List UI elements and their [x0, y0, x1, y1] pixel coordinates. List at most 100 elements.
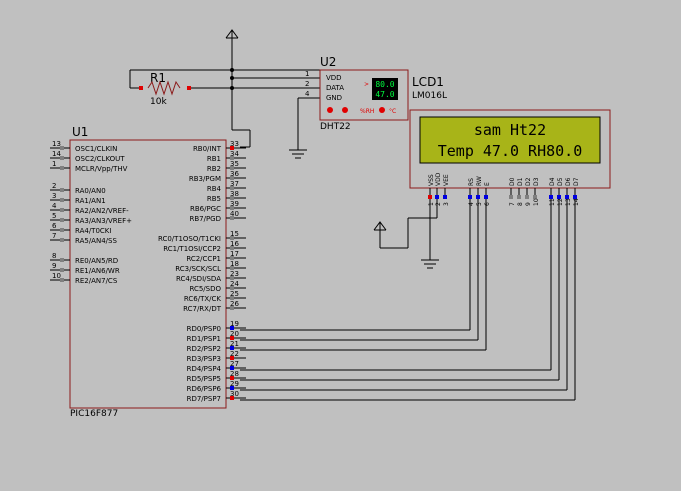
- u1-left-pin-marker[interactable]: [60, 156, 64, 160]
- u1-right-pin-name: RC3/SCK/SCL: [175, 265, 221, 273]
- u1-left-pin-marker[interactable]: [60, 218, 64, 222]
- u1-right-pin-marker[interactable]: [230, 296, 234, 300]
- u1-left-pin-num: 3: [52, 192, 56, 200]
- u2-part: DHT22: [320, 122, 351, 132]
- lcd-pin-marker[interactable]: [443, 195, 447, 199]
- u2-button-1[interactable]: [327, 107, 333, 113]
- u1-right-pin-marker[interactable]: [230, 366, 234, 370]
- lcd-pin-name: RW: [476, 176, 483, 186]
- u1-left-pin-marker[interactable]: [60, 146, 64, 150]
- u1-right-pin-marker[interactable]: [230, 266, 234, 270]
- u2-pinnum-1: 1: [305, 70, 309, 78]
- u1-right-pin-marker[interactable]: [230, 206, 234, 210]
- u1-left-pin-marker[interactable]: [60, 268, 64, 272]
- lcd-screen: [419, 116, 601, 164]
- lcd-module[interactable]: LCD1 LM016L sam Ht22 Temp 47.0 RH80.0 VS…: [409, 75, 611, 206]
- u1-right-pin-num: 28: [230, 370, 239, 378]
- u1-right-pin-marker[interactable]: [230, 326, 234, 330]
- lcd-pin-num: 2: [435, 202, 442, 206]
- u1-right-pin-marker[interactable]: [230, 176, 234, 180]
- u2-display-rh: 80.0: [375, 80, 394, 89]
- u1-right-pin-name: RD2/PSP2: [187, 345, 221, 353]
- u1-right-pin-marker[interactable]: [230, 246, 234, 250]
- u1-right-pin-name: RB5: [207, 195, 221, 203]
- u1-left-pin-marker[interactable]: [60, 208, 64, 212]
- u1-left-pin-marker[interactable]: [60, 166, 64, 170]
- lcd-pin-marker[interactable]: [525, 195, 529, 199]
- u1-right-pin-marker[interactable]: [230, 156, 234, 160]
- lcd-pin-marker[interactable]: [573, 195, 577, 199]
- u2-pin-data: DATA: [326, 84, 344, 92]
- u1-right-pin-num: 38: [230, 190, 239, 198]
- u1-right-pin-num: 35: [230, 160, 239, 168]
- u2-button-3[interactable]: [379, 107, 385, 113]
- u1-left-pin-marker[interactable]: [60, 258, 64, 262]
- u1-right-pin-marker[interactable]: [230, 346, 234, 350]
- lcd-pin-marker[interactable]: [549, 195, 553, 199]
- pic-microcontroller[interactable]: U1 PIC16F877 13OSC1/CLKIN14OSC2/CLKOUT1M…: [50, 125, 246, 419]
- u1-right-pin-marker[interactable]: [230, 236, 234, 240]
- u1-right-pin-marker[interactable]: [230, 166, 234, 170]
- u1-left-pin-num: 4: [52, 202, 57, 210]
- u1-right-pin-marker[interactable]: [230, 396, 234, 400]
- lcd-pin-num: 13: [565, 198, 572, 206]
- u1-right-pin-name: RC0/T1OSO/T1CKI: [158, 235, 221, 243]
- u1-right-pin-marker[interactable]: [230, 186, 234, 190]
- lcd-pin-marker[interactable]: [468, 195, 472, 199]
- u1-right-pin-marker[interactable]: [230, 276, 234, 280]
- u1-left-pin-num: 9: [52, 262, 56, 270]
- lcd-pin-num: 4: [468, 202, 475, 206]
- u1-right-pin-name: RD7/PSP7: [187, 395, 221, 403]
- u1-left-pin-marker[interactable]: [60, 188, 64, 192]
- lcd-pin-name: D7: [573, 177, 580, 186]
- u1-right-pin-name: RB7/PGD: [189, 215, 221, 223]
- u1-left-pin-marker[interactable]: [60, 278, 64, 282]
- lcd-pin-marker[interactable]: [565, 195, 569, 199]
- lcd-pin-marker[interactable]: [517, 195, 521, 199]
- dht22-sensor[interactable]: U2 VDD DATA GND 1 2 4 80.0 47.0 > %RH °C…: [305, 55, 409, 132]
- u2-rh-label: %RH: [360, 108, 374, 115]
- u1-right-pin-marker[interactable]: [230, 356, 234, 360]
- u1-right-pin-marker[interactable]: [230, 196, 234, 200]
- u1-right-pin-name: RC6/TX/CK: [184, 295, 222, 303]
- u2-button-2[interactable]: [342, 107, 348, 113]
- lcd-pin-marker[interactable]: [476, 195, 480, 199]
- u1-left-pin-marker[interactable]: [60, 238, 64, 242]
- u1-right-pin-num: 23: [230, 270, 239, 278]
- u1-right-pin-name: RC2/CCP1: [186, 255, 221, 263]
- lcd-pin-marker[interactable]: [557, 195, 561, 199]
- u1-right-pin-marker[interactable]: [230, 256, 234, 260]
- lcd-pin-marker[interactable]: [428, 195, 432, 199]
- u1-right-pin-num: 22: [230, 350, 239, 358]
- lcd-pin-marker[interactable]: [509, 195, 513, 199]
- u1-right-pin-marker[interactable]: [230, 306, 234, 310]
- u1-right-pin-marker[interactable]: [230, 146, 234, 150]
- u1-left-pin-name: RA3/AN3/VREF+: [75, 217, 132, 225]
- u1-right-pin-marker[interactable]: [230, 286, 234, 290]
- u1-right-pin-name: RC5/SDO: [189, 285, 221, 293]
- u2-display-temp: 47.0: [375, 90, 394, 99]
- u1-right-pin-name: RC1/T1OSI/CCP2: [163, 245, 221, 253]
- u1-right-pin-name: RD1/PSP1: [187, 335, 221, 343]
- u2-pin-gnd: GND: [326, 94, 342, 102]
- u1-right-pin-num: 37: [230, 180, 239, 188]
- u1-right-pin-marker[interactable]: [230, 376, 234, 380]
- lcd-pin-name: E: [484, 182, 491, 186]
- u1-left-pin-name: RA5/AN4/SS: [75, 237, 117, 245]
- lcd-pin-name: VEE: [443, 174, 450, 186]
- lcd-pin-marker[interactable]: [533, 195, 537, 199]
- lcd-pins: VSS1VDD2VEE3RS4RW5E6D07D18D29D310D411D51…: [428, 172, 580, 206]
- u1-right-pin-num: 40: [230, 210, 239, 218]
- u1-left-pin-name: RA2/AN2/VREF-: [75, 207, 129, 215]
- u1-right-pin-num: 15: [230, 230, 239, 238]
- lcd-pin-marker[interactable]: [484, 195, 488, 199]
- u1-left-pin-marker[interactable]: [60, 228, 64, 232]
- u1-right-pin-marker[interactable]: [230, 336, 234, 340]
- u1-right-pin-marker[interactable]: [230, 386, 234, 390]
- u1-right-pin-marker[interactable]: [230, 216, 234, 220]
- u2-deg-label: °C: [389, 108, 396, 115]
- u1-left-pin-marker[interactable]: [60, 198, 64, 202]
- resistor-r1[interactable]: R1 10k: [139, 71, 191, 107]
- u1-ref: U1: [72, 125, 88, 139]
- lcd-pin-marker[interactable]: [435, 195, 439, 199]
